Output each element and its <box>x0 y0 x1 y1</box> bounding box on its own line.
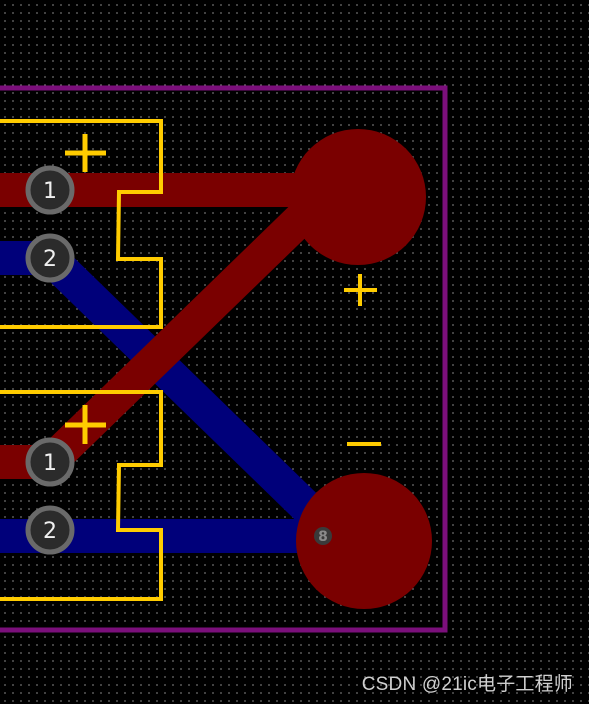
bottom-trace-diagonal-run[interactable] <box>33 241 349 549</box>
via-marker[interactable]: 8 <box>314 527 332 545</box>
upper-pin-2-label: 2 <box>43 247 57 272</box>
bottom-copper-layer <box>0 241 349 553</box>
pad-plus-mark <box>344 274 377 306</box>
top-trace-diagonal[interactable] <box>33 183 337 479</box>
via-label: 8 <box>318 529 328 545</box>
upper-connector-silkscreen[interactable] <box>0 119 163 329</box>
watermark-text: CSDN @21ic电子工程师 <box>361 674 573 695</box>
lower-pin-2[interactable]: 2 <box>25 505 75 555</box>
pad-positive[interactable] <box>290 129 426 265</box>
upper-pin-1-label: 1 <box>43 179 57 204</box>
lower-connector-silkscreen[interactable] <box>0 390 163 601</box>
upper-pin-1[interactable]: 1 <box>25 165 75 215</box>
board-outline[interactable] <box>0 85 448 633</box>
pad-negative[interactable] <box>296 473 432 609</box>
upper-pin-2[interactable]: 2 <box>25 233 75 283</box>
lower-pin-1[interactable]: 1 <box>25 437 75 487</box>
lower-pin-1-label: 1 <box>43 451 57 476</box>
upper-plus-mark <box>65 134 106 172</box>
lower-plus-mark <box>65 405 106 444</box>
lower-pin-2-label: 2 <box>43 519 57 544</box>
